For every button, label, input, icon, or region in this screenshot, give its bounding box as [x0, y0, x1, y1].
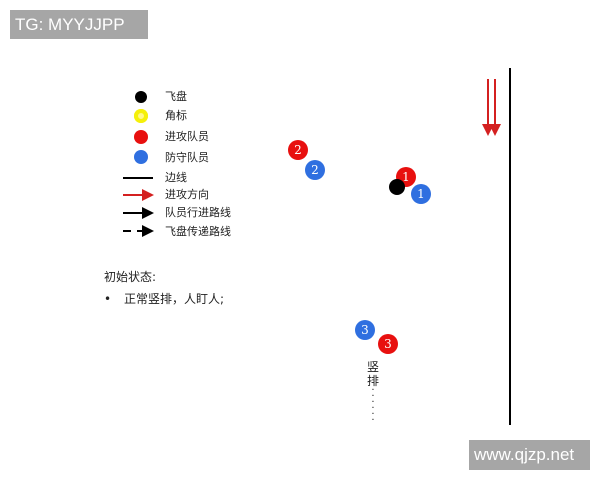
player-number: 3: [361, 323, 369, 337]
player-number: 1: [417, 187, 425, 201]
offense-player-2: 2: [288, 140, 308, 160]
legend-disc-dot-icon: [135, 91, 147, 103]
legend-label-offense: 进攻队员: [165, 130, 209, 143]
watermark-text: TG: MYYJJPP: [15, 14, 125, 34]
stack-label: 竖排 ······: [366, 360, 380, 426]
watermark-bottom-right: www.qjzp.net: [469, 440, 590, 470]
legend-cone-dot-icon: [134, 109, 148, 123]
watermark-top-left: TG: MYYJJPP: [10, 10, 148, 39]
defense-player-2: 2: [305, 160, 325, 180]
defense-player-1: 1: [411, 184, 431, 204]
defense-player-3: 3: [355, 320, 375, 340]
legend-label-player-route: 队员行进路线: [165, 206, 231, 219]
bullet-marker: •: [104, 292, 112, 306]
player-number: 3: [384, 337, 392, 351]
initial-state-bullet: • 正常竖排，人盯人;: [104, 290, 224, 307]
player-number: 2: [311, 163, 319, 177]
offense-player-3: 3: [378, 334, 398, 354]
legend-label-disc-pass: 飞盘传递路线: [165, 225, 231, 238]
legend-label-disc: 飞盘: [165, 90, 187, 103]
initial-state-title: 初始状态:: [104, 270, 157, 284]
player-number: 1: [402, 170, 410, 184]
legend-label-cone: 角标: [165, 109, 187, 122]
disc-icon: [389, 179, 405, 195]
stack-label-text: 竖排: [366, 360, 379, 388]
legend-label-sideline: 边线: [165, 171, 187, 184]
stack-dots: ······: [371, 385, 375, 426]
watermark-url-text: www.qjzp.net: [474, 445, 575, 464]
legend-label-attack-direction: 进攻方向: [165, 188, 209, 201]
legend-offense-dot-icon: [134, 130, 148, 144]
bullet-text: 正常竖排，人盯人;: [124, 292, 225, 306]
player-number: 2: [294, 143, 302, 157]
legend-defense-dot-icon: [134, 150, 148, 164]
legend-label-defense: 防守队员: [165, 151, 209, 164]
